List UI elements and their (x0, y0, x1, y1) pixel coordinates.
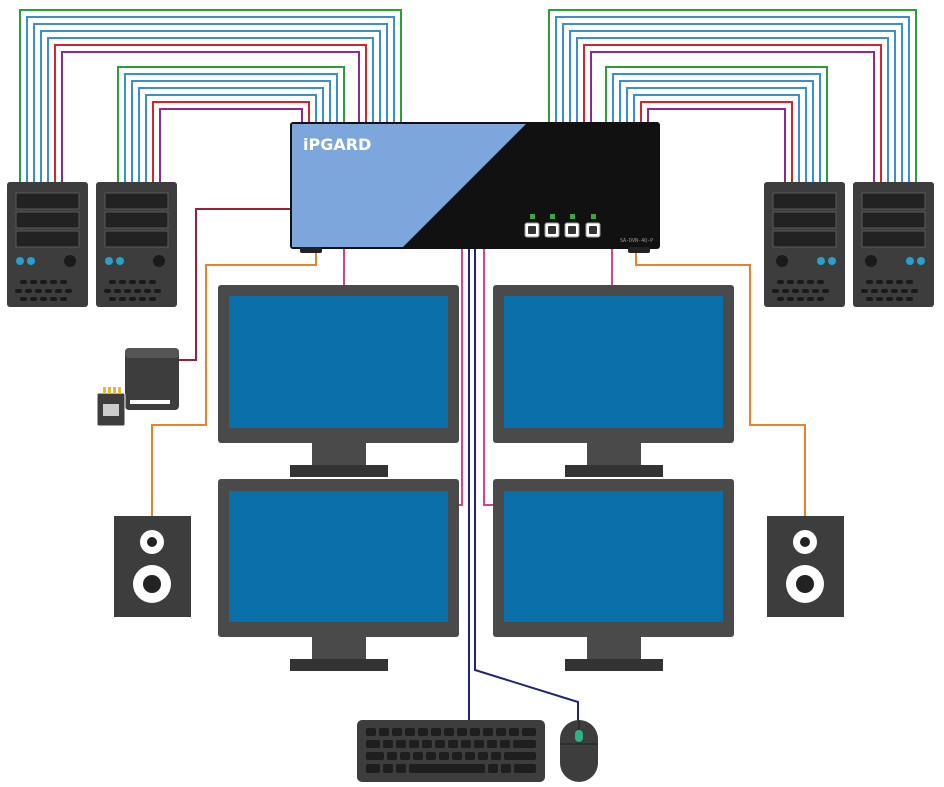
brand-logo: iPGARD (303, 135, 371, 154)
speaker-left-icon (114, 516, 191, 617)
cable-bundle-computer-1 (19, 9, 402, 183)
port-button-2[interactable] (544, 214, 560, 238)
cable-speaker-right (635, 250, 806, 518)
cable-mouse (474, 247, 579, 722)
cable-bundle-computer-3 (605, 66, 828, 183)
monitor-top-left-icon (218, 285, 459, 477)
port-1-led-icon (530, 214, 535, 219)
keyboard-icon (357, 720, 545, 782)
cable-card-reader (178, 208, 290, 361)
monitor-top-right-icon (493, 285, 734, 477)
cable-bundle-computer-4 (548, 9, 917, 183)
port-button-1[interactable] (524, 214, 540, 238)
cable-bundle-computer-2 (117, 66, 345, 183)
computer-1-icon (7, 182, 88, 307)
computer-4-icon (853, 182, 934, 307)
mouse-icon (560, 720, 598, 782)
port-button-4[interactable] (585, 214, 601, 238)
kvm-switch: iPGARD SA-DVN-4Q-P (290, 122, 660, 253)
port-4-led-icon (591, 214, 596, 219)
model-label: SA-DVN-4Q-P (620, 238, 653, 244)
monitor-bottom-left-icon (218, 479, 459, 671)
port-2-led-icon (550, 214, 555, 219)
port-3-led-icon (570, 214, 575, 219)
port-button-3[interactable] (564, 214, 580, 238)
card-reader-icon (96, 348, 179, 427)
speaker-right-icon (767, 516, 844, 617)
cable-monitor-bottom-right (483, 247, 495, 506)
monitor-bottom-right-icon (493, 479, 734, 671)
computer-2-icon (96, 182, 177, 307)
cable-speaker-left (151, 250, 317, 518)
computer-3-icon (764, 182, 845, 307)
cables (19, 9, 917, 722)
